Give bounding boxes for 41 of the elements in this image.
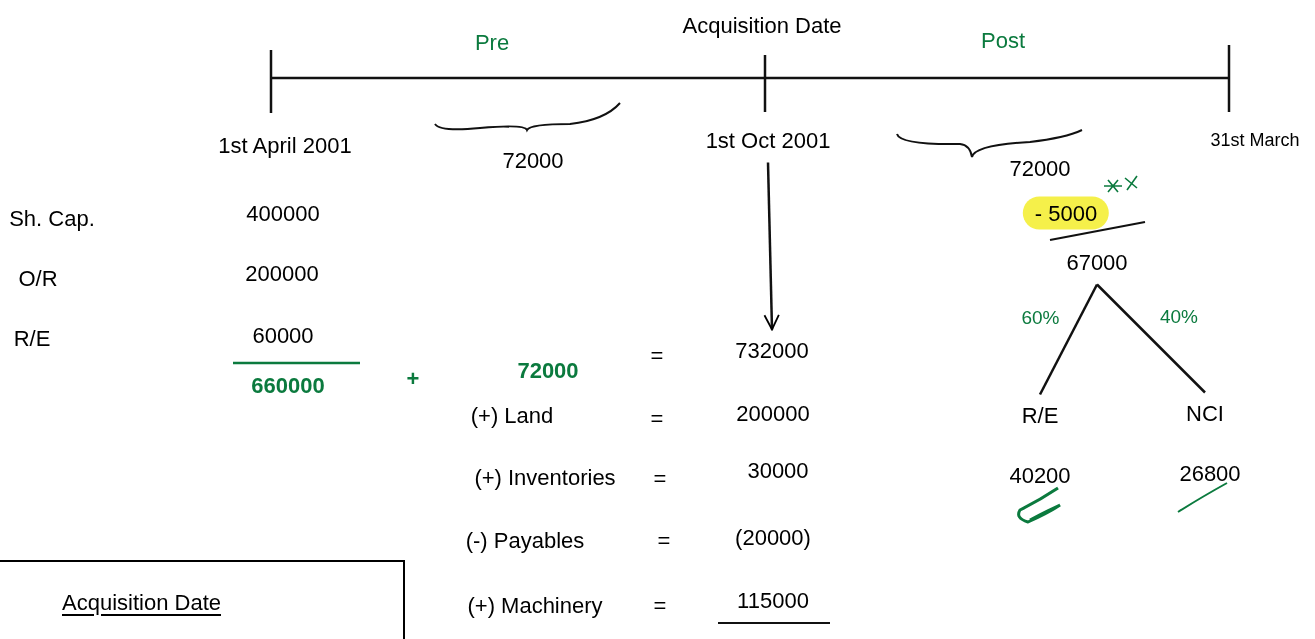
adjustment-label: (+) Inventories xyxy=(474,463,616,492)
amount: 30000 xyxy=(747,456,809,485)
total-amount: 660000 xyxy=(251,371,325,400)
highlighted-amount: - 5000 xyxy=(1022,196,1110,230)
amount: 72000 xyxy=(502,146,564,175)
node-text: 67000 xyxy=(1066,245,1128,279)
adjustment-label: (-) Payables xyxy=(465,526,585,555)
node-text: NCI xyxy=(1186,396,1224,430)
arrow xyxy=(763,162,780,331)
period-label: Pre xyxy=(474,28,510,57)
adjustment-label: (+) Land xyxy=(470,401,554,430)
amount: 26800 xyxy=(1179,459,1241,488)
amount: 72000 xyxy=(1009,154,1071,183)
amount: 115000 xyxy=(737,586,809,615)
amount: 60000 xyxy=(252,321,314,350)
equals-sign: = xyxy=(650,341,664,370)
note-box: Acquisition Date xyxy=(0,560,405,639)
node-text: 1st Oct 2001 xyxy=(705,123,831,157)
connector-line xyxy=(1038,283,1099,396)
date-label: 31st March xyxy=(1210,128,1300,152)
adjustment-label: (+) Machinery xyxy=(467,591,603,620)
equals-sign: = xyxy=(657,526,671,555)
amount: 200000 xyxy=(736,399,810,428)
equals-sign: = xyxy=(650,404,664,433)
row-label: O/R xyxy=(18,264,58,293)
node-text: 732000 xyxy=(735,333,809,367)
amount: 400000 xyxy=(246,199,320,228)
connector-line xyxy=(1096,283,1206,394)
amount: 200000 xyxy=(245,259,319,288)
date-label: 1st April 2001 xyxy=(218,131,352,160)
heading: Acquisition Date xyxy=(682,11,842,40)
amount: (20000) xyxy=(735,523,811,552)
equals-sign: = xyxy=(653,591,667,620)
period-label: Post xyxy=(981,26,1025,55)
row-label: Sh. Cap. xyxy=(9,204,95,233)
row-label: R/E xyxy=(13,324,51,353)
amount: 72000 xyxy=(517,356,579,385)
amount: 40200 xyxy=(1009,461,1071,490)
node-text: R/E xyxy=(1021,398,1059,432)
plus-sign: + xyxy=(406,364,420,393)
equals-sign: = xyxy=(653,464,667,493)
